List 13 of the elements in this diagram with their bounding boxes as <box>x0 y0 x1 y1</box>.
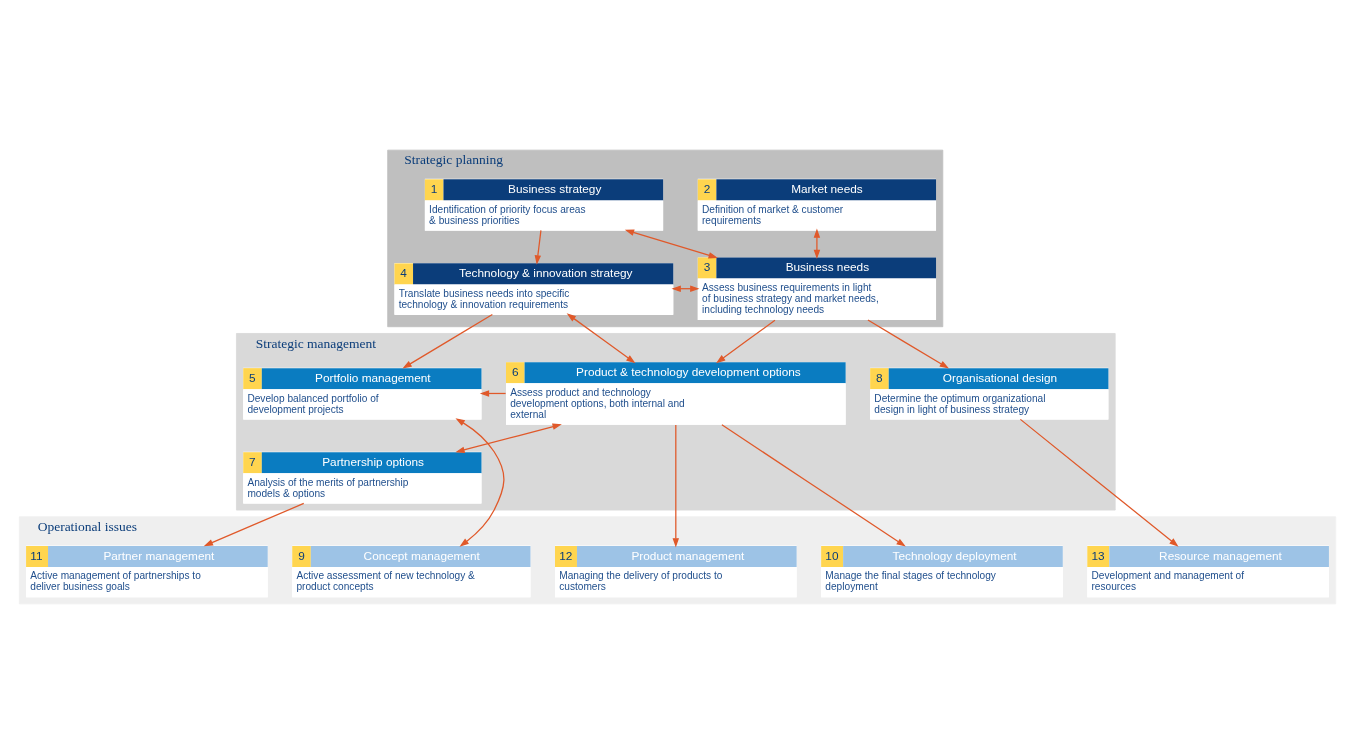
arrow <box>566 313 636 364</box>
arrow <box>203 502 305 547</box>
arrow <box>672 424 680 548</box>
arrow <box>534 229 542 265</box>
arrow <box>455 423 562 454</box>
arrow <box>455 418 505 547</box>
arrow <box>716 319 776 364</box>
arrow <box>813 228 821 260</box>
arrow <box>867 319 950 369</box>
arrow <box>402 313 493 369</box>
arrow <box>1019 418 1179 547</box>
arrow <box>624 229 718 259</box>
arrow <box>721 424 906 547</box>
